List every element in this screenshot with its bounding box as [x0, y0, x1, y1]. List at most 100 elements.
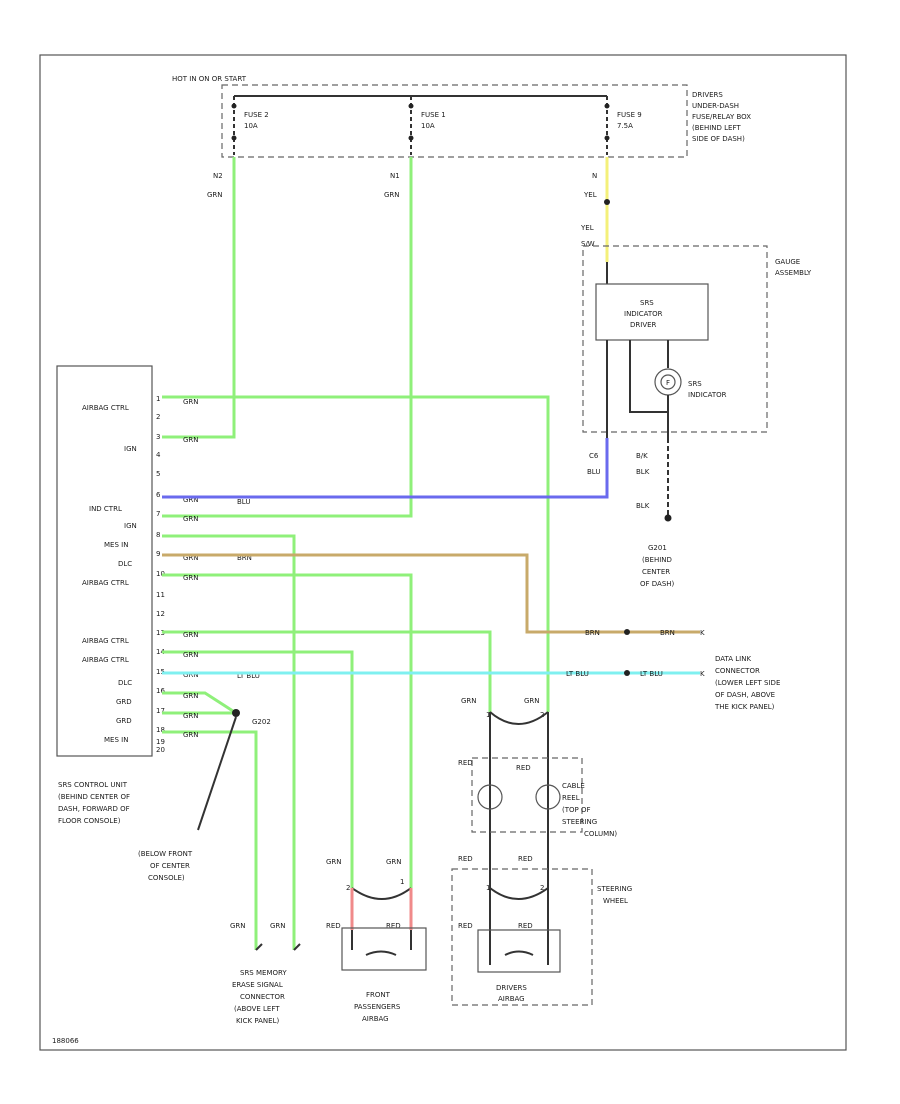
svg-text:CONNECTOR: CONNECTOR [715, 667, 760, 675]
svg-text:1: 1 [400, 878, 404, 886]
svg-text:10A: 10A [421, 122, 435, 130]
wire-grn-airbag-pass-1 [162, 573, 413, 888]
svg-text:GRN: GRN [183, 631, 199, 639]
gauge-pin-sw: S/W [581, 240, 595, 248]
memory-connector-desc: SRS MEMORY ERASE SIGNAL CONNECTOR (ABOVE… [232, 969, 287, 1025]
fuse-1: FUSE 1 10A [408, 96, 446, 155]
passenger-squib [365, 950, 397, 956]
wire-grn-ign-mem [162, 534, 296, 950]
wire-lamp-loop [629, 340, 668, 413]
svg-text:2: 2 [156, 413, 160, 421]
passenger-airbag-desc: FRONT PASSENGERS AIRBAG [354, 991, 401, 1023]
memory-connector-labels: GRN GRN [230, 922, 286, 930]
fusebox-label: HOT IN ON OR START [172, 75, 247, 83]
svg-text:GRN: GRN [183, 671, 199, 679]
svg-text:RED: RED [518, 855, 533, 863]
svg-text:LT BLU: LT BLU [640, 670, 663, 678]
svg-text:GRN: GRN [384, 191, 400, 199]
srs-control-unit [56, 365, 153, 757]
svg-text:GRN: GRN [183, 496, 199, 504]
svg-text:2: 2 [346, 884, 350, 892]
wire-label-n2: N2 GRN [207, 172, 223, 199]
svg-text:GRN: GRN [183, 515, 199, 523]
svg-text:IGN: IGN [124, 445, 137, 453]
control-unit-pins: 1 2 3 4 5 6 7 8 9 10 11 12 13 14 15 16 1… [156, 395, 165, 754]
g202-location-label: (BELOW FRONT OF CENTER CONSOLE) [138, 850, 193, 882]
svg-text:THE KICK PANEL): THE KICK PANEL) [714, 703, 775, 711]
svg-text:GRN: GRN [207, 191, 223, 199]
svg-text:GRN: GRN [183, 398, 199, 406]
svg-text:PASSENGERS: PASSENGERS [354, 1003, 401, 1011]
svg-text:N2: N2 [213, 172, 223, 180]
svg-text:N: N [592, 172, 597, 180]
mem-pin-1 [255, 943, 263, 951]
fusebox [221, 84, 688, 158]
svg-text:ERASE SIGNAL: ERASE SIGNAL [232, 981, 283, 989]
svg-text:(TOP OF: (TOP OF [562, 806, 591, 814]
svg-text:GAUGE: GAUGE [775, 258, 800, 266]
fuse-9: FUSE 9 7.5A [604, 96, 642, 155]
driver-airbag-desc: DRIVERS AIRBAG [496, 984, 527, 1003]
driver-squib [504, 950, 534, 956]
svg-text:FUSE/RELAY BOX: FUSE/RELAY BOX [692, 113, 751, 121]
wire-label-n: N YEL [583, 172, 597, 199]
svg-text:UNDER-DASH: UNDER-DASH [692, 102, 739, 110]
svg-text:AIRBAG: AIRBAG [362, 1015, 389, 1023]
svg-text:12: 12 [156, 610, 165, 618]
wire-grn-mes [162, 730, 258, 950]
svg-text:DRIVERS: DRIVERS [496, 984, 527, 992]
svg-text:2: 2 [540, 884, 544, 892]
svg-text:N1: N1 [390, 172, 400, 180]
driver-airbag-module [477, 929, 561, 973]
svg-text:(ABOVE LEFT: (ABOVE LEFT [234, 1005, 280, 1013]
svg-text:BLU: BLU [237, 498, 250, 506]
wire-grn-airbag-pass-2 [162, 650, 354, 888]
wire-grn-airbag-1 [162, 395, 550, 712]
svg-text:CABLE: CABLE [562, 782, 585, 790]
svg-text:1: 1 [486, 711, 490, 719]
svg-text:RED: RED [386, 922, 401, 930]
svg-text:FUSE 9: FUSE 9 [617, 111, 642, 119]
svg-text:MES IN: MES IN [104, 736, 128, 744]
svg-text:ASSEMBLY: ASSEMBLY [775, 269, 812, 277]
svg-text:CONNECTOR: CONNECTOR [240, 993, 285, 1001]
svg-text:BRN: BRN [660, 629, 675, 637]
svg-text:GRN: GRN [183, 692, 199, 700]
gauge-assembly-label: GAUGE ASSEMBLY [775, 258, 812, 277]
diagram-frame [39, 54, 847, 1051]
svg-text:1: 1 [486, 884, 490, 892]
svg-text:11: 11 [156, 591, 165, 599]
svg-text:GRN: GRN [230, 922, 246, 930]
g202-leader [197, 716, 237, 831]
svg-text:LT BLU: LT BLU [237, 672, 260, 680]
dlc-pin-brn [624, 629, 630, 635]
wire-label-blu: BLU [587, 468, 600, 476]
svg-text:FUSE 2: FUSE 2 [244, 111, 269, 119]
svg-text:AIRBAG CTRL: AIRBAG CTRL [82, 404, 129, 412]
svg-text:DASH, FORWARD OF: DASH, FORWARD OF [58, 805, 130, 813]
wire-grn-grd-1 [162, 691, 237, 715]
svg-text:DRIVERS: DRIVERS [692, 91, 723, 99]
connector-passenger [351, 887, 412, 900]
fuse-2: FUSE 2 10A [231, 96, 269, 155]
wire-label-yel: YEL [580, 224, 594, 232]
svg-text:SIDE OF DASH): SIDE OF DASH) [692, 135, 745, 143]
svg-text:WHEEL: WHEEL [603, 897, 628, 905]
svg-text:(BEHIND: (BEHIND [642, 556, 672, 564]
svg-text:GRN: GRN [270, 922, 286, 930]
svg-text:DLC: DLC [118, 679, 132, 687]
svg-text:SRS: SRS [688, 380, 702, 388]
ground-g202-label: G202 [252, 718, 271, 726]
mem-pin-2 [293, 943, 301, 951]
connector-driver-top [489, 711, 549, 725]
connector-steering [489, 887, 549, 900]
steering-wheel [451, 868, 593, 1006]
svg-text:LT BLU: LT BLU [566, 670, 589, 678]
fusebox-desc: DRIVERS UNDER-DASH FUSE/RELAY BOX (BEHIN… [692, 91, 751, 143]
svg-text:AIRBAG CTRL: AIRBAG CTRL [82, 656, 129, 664]
svg-text:GRN: GRN [183, 651, 199, 659]
svg-text:AIRBAG CTRL: AIRBAG CTRL [82, 579, 129, 587]
ground-g201 [664, 514, 672, 522]
svg-text:DRIVER: DRIVER [630, 321, 657, 329]
svg-text:SRS CONTROL UNIT: SRS CONTROL UNIT [58, 781, 128, 789]
